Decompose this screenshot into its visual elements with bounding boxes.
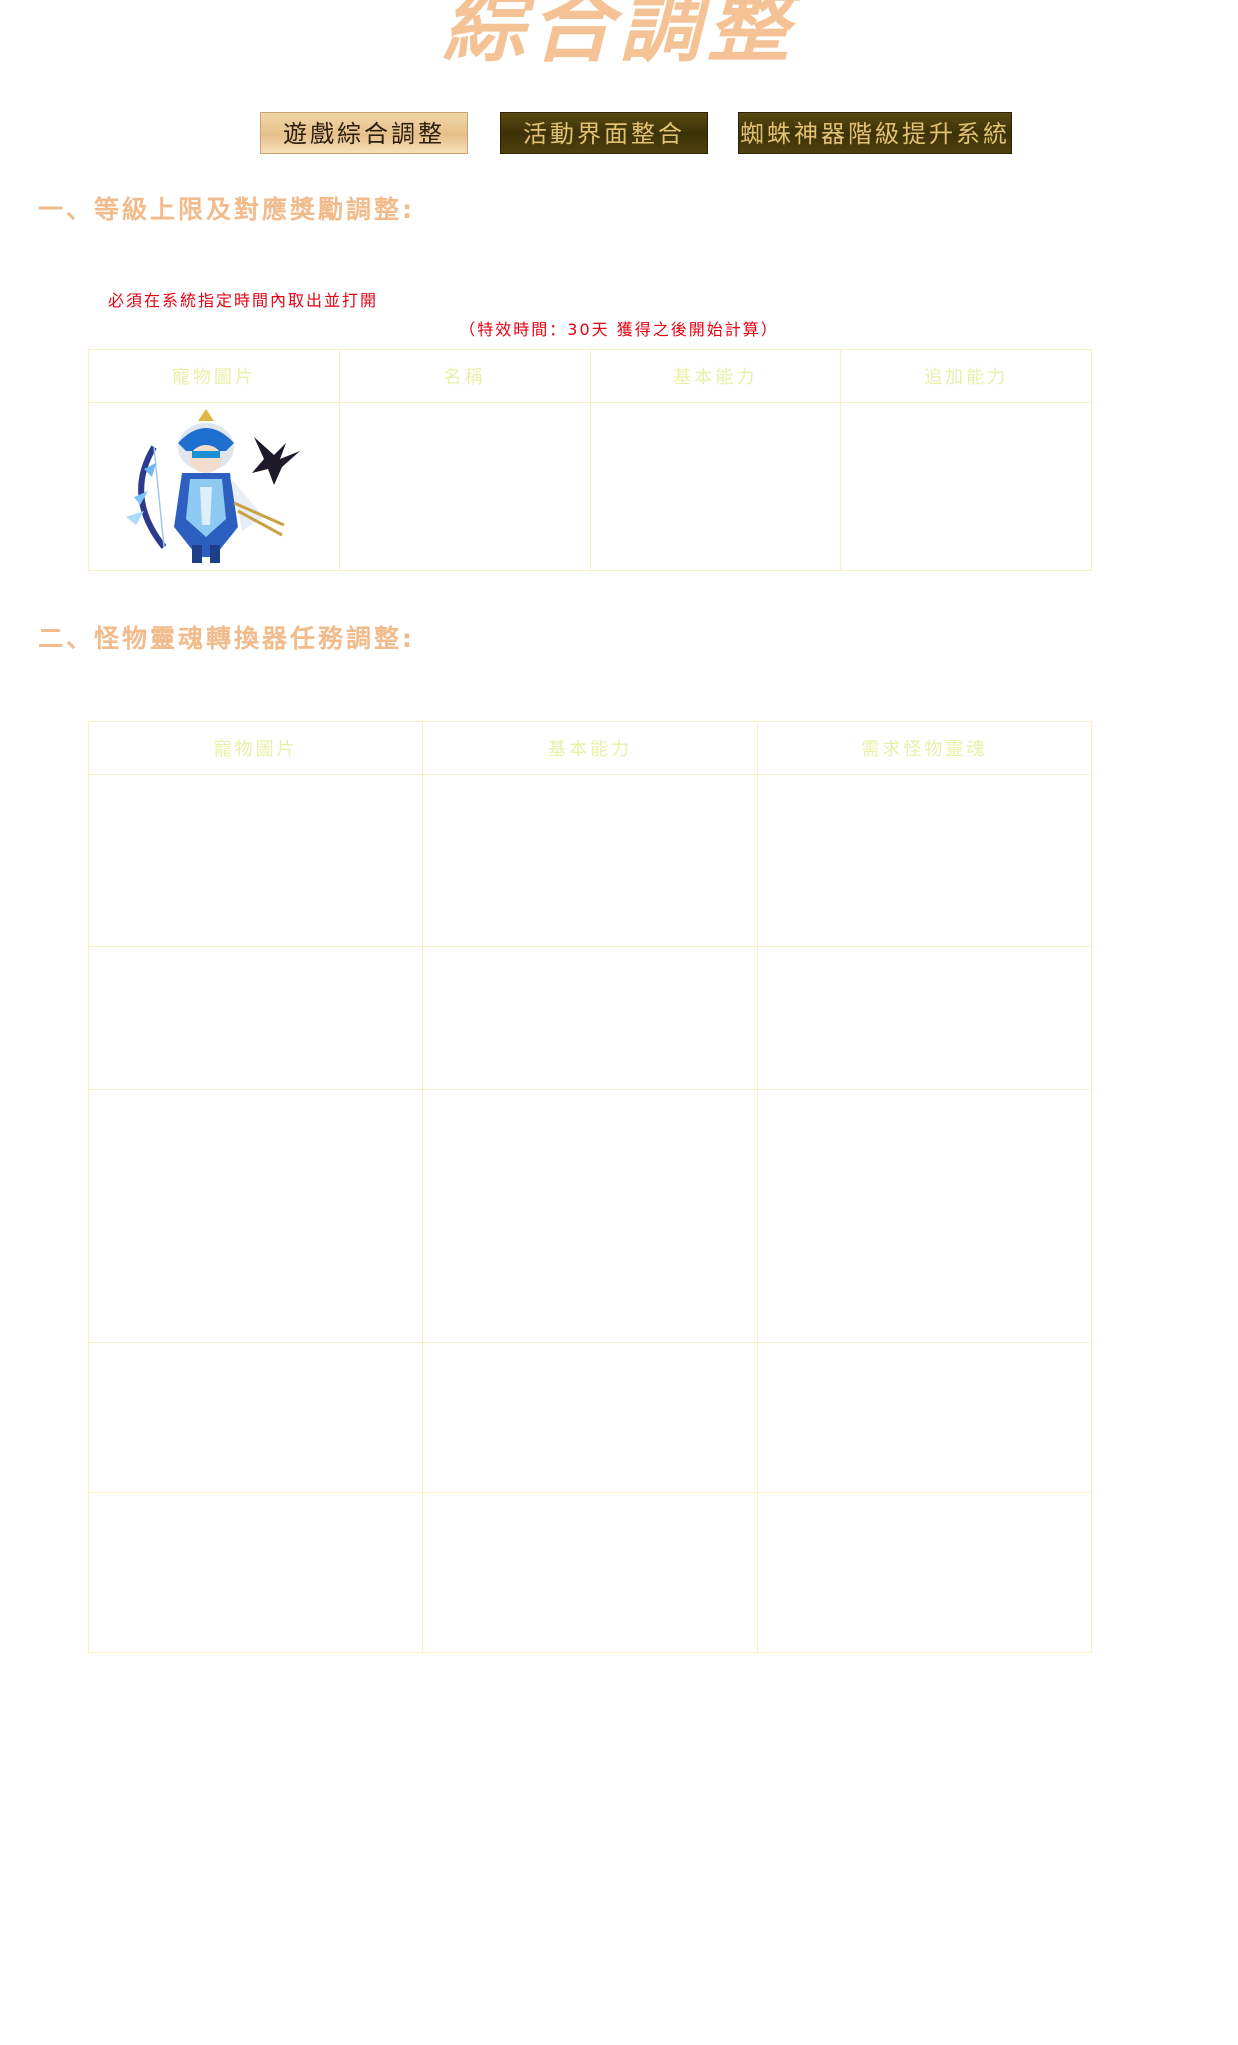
section-heading-soul-converter: 二、怪物靈魂轉換器任務調整: xyxy=(38,624,415,653)
pet-image-cell xyxy=(87,946,424,1090)
pet-image-cell xyxy=(87,774,424,947)
col-header-pet-image: 寵物圖片 xyxy=(87,721,424,775)
table-header-row: 寵物圖片 基本能力 需求怪物靈魂 xyxy=(87,721,1093,775)
table-row xyxy=(87,946,1093,1090)
notice-text: 必須在系統指定時間內取出並打開 xyxy=(108,291,379,310)
pet-archer-image xyxy=(125,408,300,563)
section-heading-level-cap: 一、等級上限及對應獎勵調整: xyxy=(38,195,415,224)
col-header-base-stats: 基本能力 xyxy=(589,349,842,403)
base-stats-cell xyxy=(422,1089,758,1343)
pet-name-cell xyxy=(338,402,591,571)
col-header-name: 名稱 xyxy=(338,349,591,403)
required-souls-cell xyxy=(756,1492,1093,1653)
base-stats-cell xyxy=(422,1342,758,1493)
base-stats-cell xyxy=(422,1492,758,1653)
required-souls-cell xyxy=(756,774,1093,947)
col-header-pet-image: 寵物圖片 xyxy=(88,349,340,403)
table-row xyxy=(87,1089,1093,1343)
reward-table: 寵物圖片 名稱 基本能力 追加能力 xyxy=(88,349,1092,571)
page-title: 綜合調整 xyxy=(443,0,795,74)
pet-image-cell xyxy=(87,1492,424,1653)
required-souls-cell xyxy=(756,1342,1093,1493)
table-row xyxy=(88,402,1092,571)
pet-image-cell xyxy=(88,402,340,571)
soul-converter-table: 寵物圖片 基本能力 需求怪物靈魂 xyxy=(87,721,1093,1653)
table-row xyxy=(87,1492,1093,1653)
table-row xyxy=(87,774,1093,947)
tab-bar: 遊戲綜合調整 活動界面整合 蜘蛛神器階級提升系統 xyxy=(0,112,1238,154)
tab-event-interface[interactable]: 活動界面整合 xyxy=(500,112,708,154)
col-header-base-stats: 基本能力 xyxy=(422,721,758,775)
col-header-required-souls: 需求怪物靈魂 xyxy=(756,721,1093,775)
pet-image-cell xyxy=(87,1089,424,1343)
tab-game-adjustment[interactable]: 遊戲綜合調整 xyxy=(260,112,468,154)
table-row xyxy=(87,1342,1093,1493)
tab-spider-artifact[interactable]: 蜘蛛神器階級提升系統 xyxy=(738,112,1012,154)
base-stats-cell xyxy=(422,946,758,1090)
table-header-row: 寵物圖片 名稱 基本能力 追加能力 xyxy=(88,349,1092,403)
base-stats-cell xyxy=(589,402,842,571)
required-souls-cell xyxy=(756,946,1093,1090)
base-stats-cell xyxy=(422,774,758,947)
pet-image-cell xyxy=(87,1342,424,1493)
required-souls-cell xyxy=(756,1089,1093,1343)
effect-duration-text: （特效時間：30天 獲得之後開始計算） xyxy=(459,320,779,339)
col-header-extra-stats: 追加能力 xyxy=(840,349,1092,403)
extra-stats-cell xyxy=(840,402,1092,571)
